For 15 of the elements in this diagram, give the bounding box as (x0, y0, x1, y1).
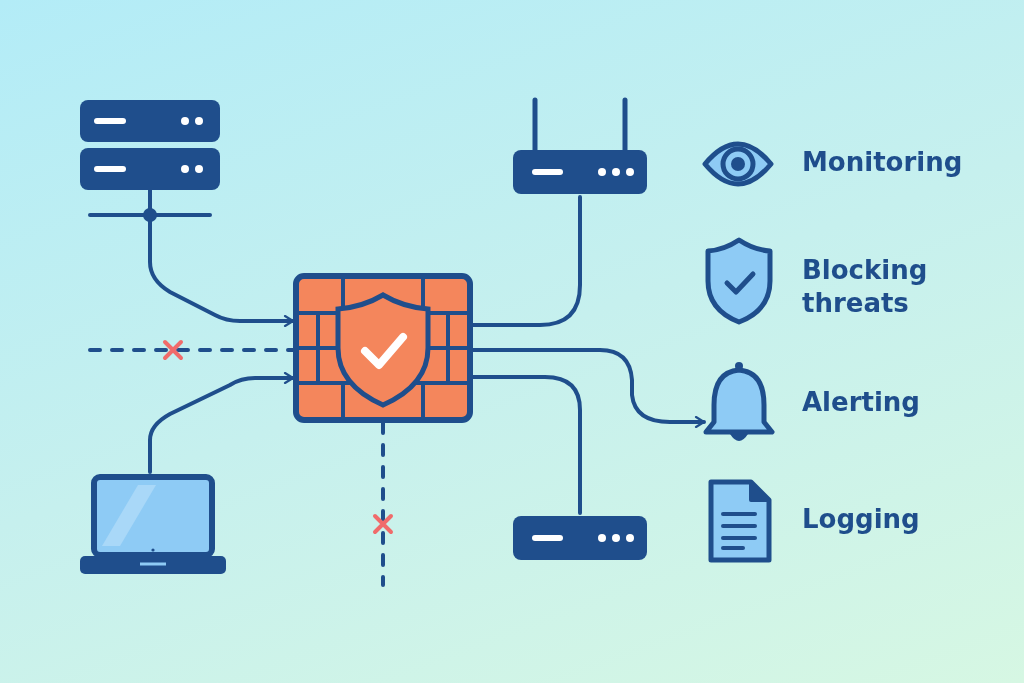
network-switch-drawing (510, 513, 650, 561)
feature-label: Blocking threats (802, 254, 929, 320)
feature-label: Alerting (802, 386, 920, 419)
connector-line (471, 195, 582, 327)
feature-label: Monitoring (802, 146, 964, 179)
router-drawing (510, 97, 650, 197)
blocked-connection-line (381, 421, 385, 587)
laptop-drawing (78, 472, 228, 576)
feature-label: Logging (802, 503, 921, 536)
arrow (148, 371, 295, 474)
blocked-connection-line (88, 348, 295, 352)
arrow (471, 348, 706, 429)
firewall-drawing (293, 273, 473, 423)
arrow (148, 233, 295, 328)
connector-line (471, 375, 582, 515)
